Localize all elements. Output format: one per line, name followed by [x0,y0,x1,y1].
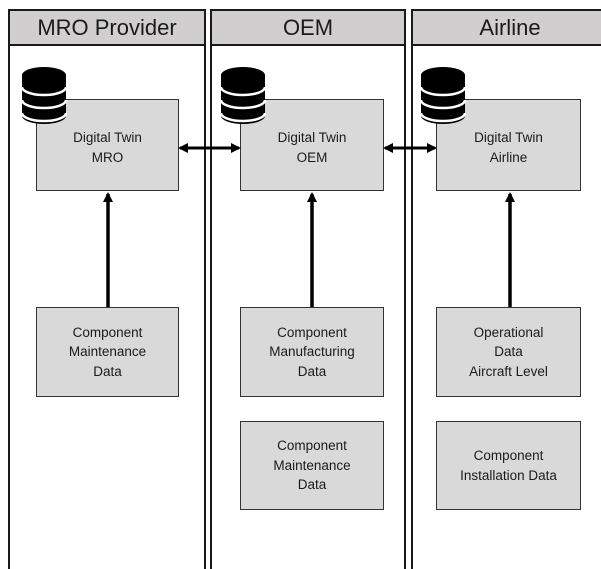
mro-component-maintenance-data-label: Component Maintenance Data [68,324,147,379]
oem-component-maintenance-data: Component Maintenance Data [240,421,384,510]
airline-component-installation-data: Component Installation Data [436,421,581,510]
database-icon [20,67,68,124]
digital-twin-oem-label: Digital Twin OEM [277,130,347,165]
lane-mro-provider: MRO Provider [8,9,206,569]
lane-header-airline: Airline [411,9,601,46]
oem-component-maintenance-data-label: Component Maintenance Data [273,438,351,493]
lane-airline: Airline [411,9,601,569]
lane-oem: OEM [210,9,406,569]
oem-component-manufacturing-data-label: Component Manufacturing Data [269,324,355,379]
airline-operational-data-label: Operational Data Aircraft Level [469,324,548,379]
digital-twin-mro-label: Digital Twin MRO [73,130,142,165]
airline-operational-data: Operational Data Aircraft Level [436,307,581,397]
database-icon [419,67,467,124]
database-icon [219,67,267,124]
lane-header-oem: OEM [210,9,406,46]
mro-component-maintenance-data: Component Maintenance Data [36,307,179,397]
airline-component-installation-data-label: Component Installation Data [460,447,557,483]
lane-header-mro-provider: MRO Provider [8,9,206,46]
oem-component-manufacturing-data: Component Manufacturing Data [240,307,384,397]
digital-twin-airline-label: Digital Twin Airline [474,130,543,165]
